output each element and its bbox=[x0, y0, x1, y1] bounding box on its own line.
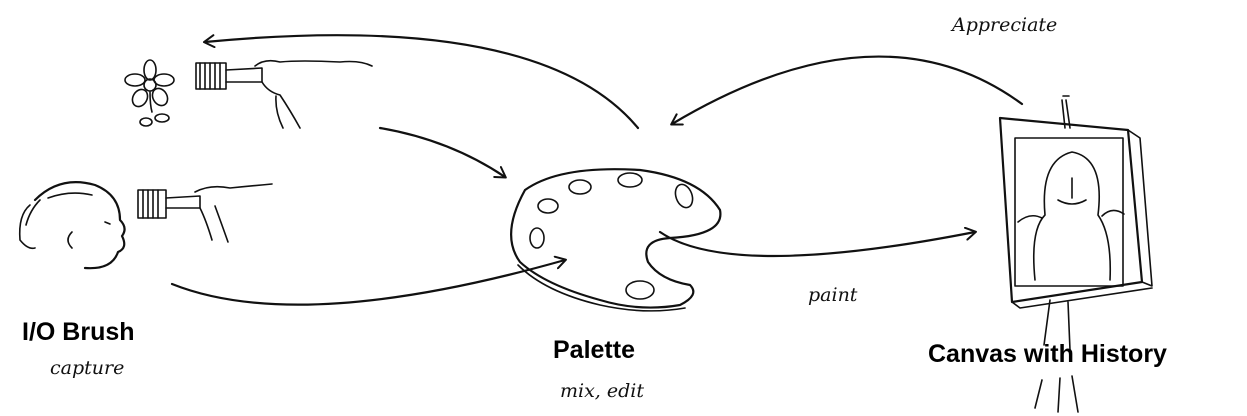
hand-icon bbox=[195, 184, 272, 242]
flower-icon bbox=[125, 60, 174, 126]
palette-subtitle: mix, edit bbox=[560, 380, 644, 402]
appreciate-label: Appreciate bbox=[952, 14, 1057, 36]
paint-label: paint bbox=[808, 284, 857, 306]
palette-icon bbox=[511, 169, 720, 311]
arrow-icon bbox=[672, 57, 1022, 124]
brush-icon bbox=[138, 190, 200, 218]
portrait-icon bbox=[1000, 118, 1152, 308]
arrow-icon bbox=[660, 232, 975, 256]
brush-icon bbox=[196, 63, 262, 89]
arrow-icon bbox=[172, 260, 565, 305]
arrow-icon bbox=[380, 128, 505, 177]
brush-title: I/O Brush bbox=[22, 318, 135, 347]
hand-icon bbox=[255, 61, 372, 128]
canvas-title: Canvas with History bbox=[928, 340, 1167, 369]
arrow-icon bbox=[205, 35, 638, 128]
brush-subtitle: capture bbox=[50, 357, 124, 379]
child-face-icon bbox=[20, 182, 125, 268]
palette-title: Palette bbox=[553, 336, 635, 365]
